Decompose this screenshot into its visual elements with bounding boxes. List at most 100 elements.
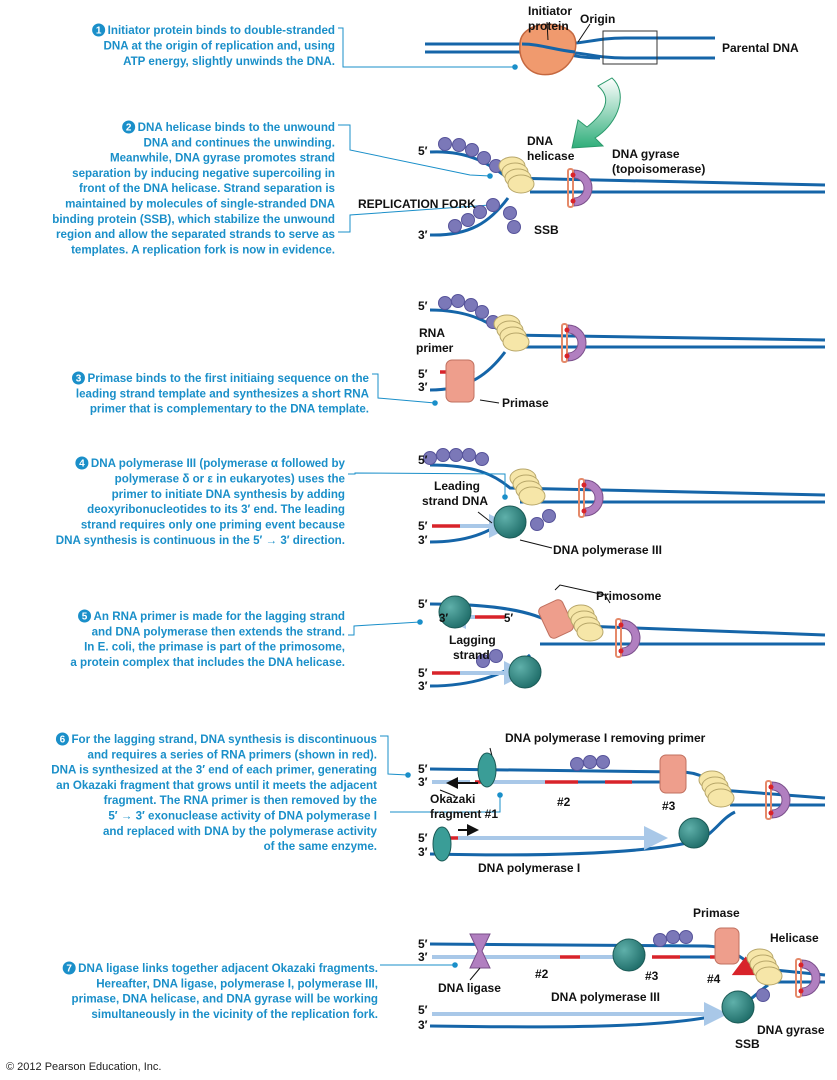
label-leading-strand-dna: strand DNA xyxy=(422,494,488,508)
label-lagging-strand: strand xyxy=(453,648,490,662)
label-lagging-strand: Lagging xyxy=(449,633,496,647)
leader-line xyxy=(338,124,491,177)
label-5-prime: 5′ xyxy=(418,831,428,845)
leader-dot xyxy=(432,400,438,406)
step-5-line: In E. coli, the primase is part of the p… xyxy=(84,641,345,654)
step-2-line: binding protein (SSB), which stabilize t… xyxy=(52,213,335,226)
origin-box xyxy=(602,30,658,65)
copyright-notice: © 2012 Pearson Education, Inc. xyxy=(6,1061,161,1073)
label-dna-helicase: DNA xyxy=(527,134,553,148)
label-5-prime: 5′ xyxy=(418,666,428,680)
ssb-protein xyxy=(448,219,462,233)
step-7-badge-number: 7 xyxy=(66,964,72,975)
step-4-line: primer to initiate DNA synthesis by addi… xyxy=(112,488,345,501)
dna-helicase xyxy=(493,314,530,352)
step-6-line: an Okazaki fragment that grows until it … xyxy=(56,779,377,792)
label-rna-primer: primer xyxy=(416,341,454,355)
label-dna-gyrase: (topoisomerase) xyxy=(612,162,705,176)
label-3-prime: 3′ xyxy=(418,228,428,242)
ssb-protein xyxy=(465,143,479,157)
step-2-line: region and allow the separated strands t… xyxy=(56,228,335,241)
label-5-prime: 5′ xyxy=(418,597,428,611)
step-4-line: deoxyribonucleotides to its 3′ end. The … xyxy=(87,503,345,516)
label-okazaki-fragment: Okazaki xyxy=(430,792,475,806)
label-5-prime: 5′ xyxy=(418,299,428,313)
dna-helicase xyxy=(746,948,783,986)
label-replication-fork: REPLICATION FORK xyxy=(358,197,476,211)
leader-dot xyxy=(452,962,458,968)
step-3: Primase binds to the first initiaing seq… xyxy=(71,371,370,416)
step-1-badge xyxy=(92,23,106,37)
step-7-line: DNA ligase links together adjacent Okaza… xyxy=(78,962,378,975)
label-initiator-protein: protein xyxy=(528,19,569,33)
leader-line xyxy=(390,795,501,813)
dna-ligase-shape xyxy=(469,933,491,969)
step-2-badge-number: 2 xyxy=(126,123,132,134)
initiator-protein-shape xyxy=(519,23,577,76)
step-5-badge xyxy=(78,609,92,623)
label-rna-primer: RNA xyxy=(419,326,445,340)
dna-gyrase xyxy=(765,780,791,820)
leader-dot xyxy=(497,792,503,798)
leader-dot xyxy=(487,173,493,179)
label-leading-strand-dna: Leading xyxy=(434,479,480,493)
step-4: DNA polymerase III (polymerase α followe… xyxy=(56,456,346,547)
step-5-line: and DNA polymerase then extends the stra… xyxy=(92,625,345,638)
label-dna-polymerase-iii: DNA polymerase III xyxy=(553,543,662,557)
step-1-badge-number: 1 xyxy=(96,26,102,37)
ssb-protein xyxy=(438,137,452,151)
step-7-line: simultaneously in the vicinity of the re… xyxy=(91,1008,378,1021)
step-6-line: and replaced with DNA by the polymerase … xyxy=(103,825,378,838)
transition-arrow xyxy=(571,77,621,149)
dna-gyrase xyxy=(578,478,604,518)
step-6-line: DNA is synthesized at the 3′ end of each… xyxy=(51,764,377,777)
label-primase: Primase xyxy=(693,906,740,920)
primase-shape xyxy=(445,359,475,403)
dna-polymerase-i xyxy=(477,752,497,788)
step-2-badge xyxy=(122,120,136,134)
label-5-prime: 5′ xyxy=(418,519,428,533)
ssb-protein xyxy=(503,206,517,220)
step-7-line: primase, DNA helicase, and DNA gyrase wi… xyxy=(72,993,378,1006)
dna-gyrase xyxy=(561,323,587,363)
primase-6 xyxy=(659,754,687,794)
dna-polymerase-iii xyxy=(721,990,755,1024)
step-6: For the lagging strand, DNA synthesis is… xyxy=(51,732,378,853)
label-3-prime: 3′ xyxy=(418,950,428,964)
panel-7 xyxy=(429,927,826,1029)
dna-gyrase xyxy=(615,618,641,658)
step-7-badge xyxy=(62,961,76,975)
ssb-protein xyxy=(475,452,489,466)
step-4-line: polymerase δ or ε in eukaryotes) uses th… xyxy=(115,472,346,485)
dna-polymerase-iii xyxy=(612,938,646,972)
label-3-prime: 3′ xyxy=(418,845,428,859)
dna-helicase xyxy=(698,770,735,808)
ssb-protein xyxy=(461,213,475,227)
label-dna-gyrase: DNA gyrase xyxy=(612,147,680,161)
dna-polymerase-iii xyxy=(438,595,472,629)
label-origin: Origin xyxy=(580,12,615,26)
leader-line xyxy=(338,204,491,233)
label-okazaki-fragment: fragment #1 xyxy=(430,807,498,821)
step-6-line: of the same enzyme. xyxy=(264,840,377,853)
label-fragment-4: #4 xyxy=(707,972,721,986)
ssb-protein xyxy=(679,930,693,944)
primase-7 xyxy=(714,927,740,965)
step-2-line: DNA and continues the unwinding. xyxy=(143,136,335,149)
step-2-line: Meanwhile, DNA gyrase promotes strand xyxy=(110,152,335,165)
step-4-badge-number: 4 xyxy=(79,459,85,470)
label-5-prime: 5′ xyxy=(418,1003,428,1017)
step-6-badge xyxy=(55,732,69,746)
dna-polymerase-i xyxy=(432,826,452,862)
label-primosome: Primosome xyxy=(596,589,662,603)
ssb-protein xyxy=(486,198,500,212)
ssb-protein xyxy=(473,205,487,219)
leader-line xyxy=(372,373,436,404)
step-5-line: a protein complex that includes the DNA … xyxy=(70,656,345,669)
ssb-protein xyxy=(489,649,503,663)
step-1: Initiator protein binds to double-strand… xyxy=(92,23,335,68)
ssb-protein xyxy=(452,138,466,152)
leader-dot xyxy=(502,494,508,500)
step-5-line: An RNA primer is made for the lagging st… xyxy=(94,610,345,623)
dna-gyrase xyxy=(567,168,593,208)
